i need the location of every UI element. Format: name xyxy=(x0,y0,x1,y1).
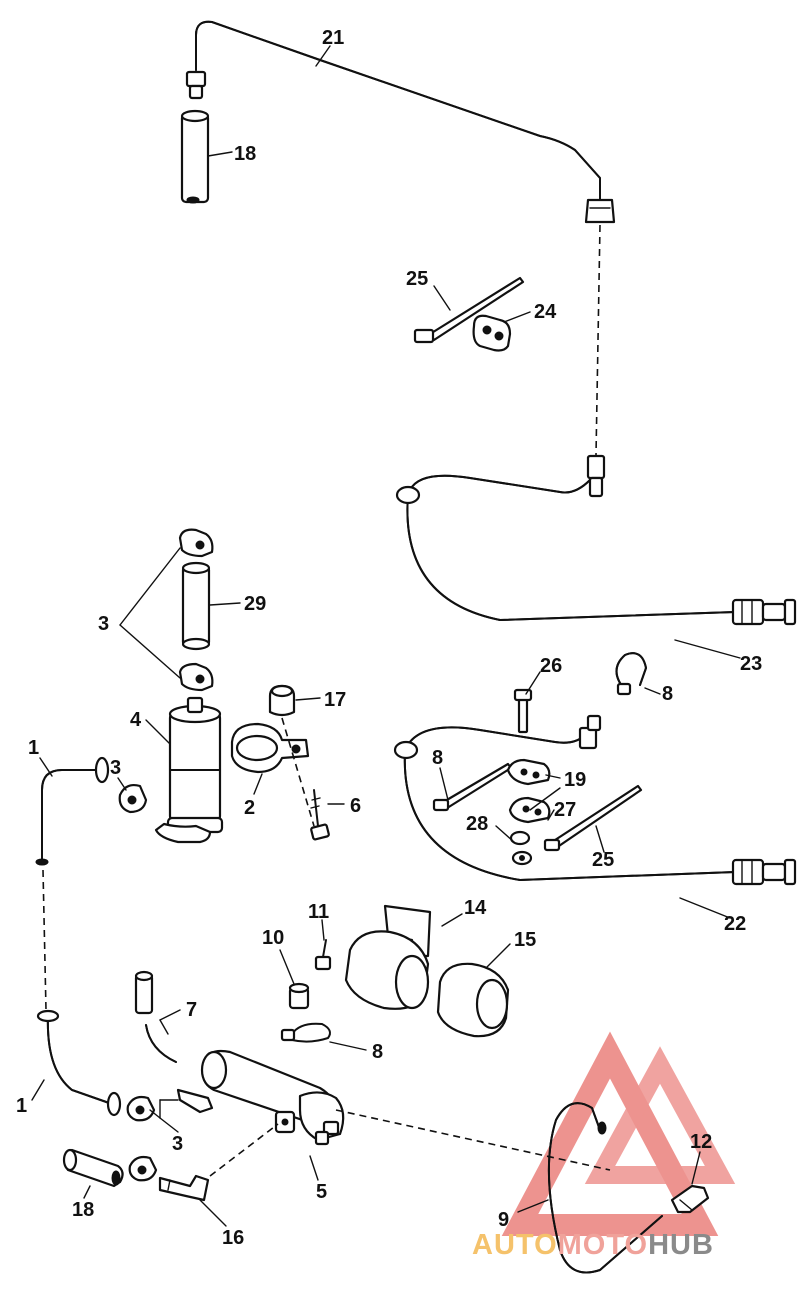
nut-28 xyxy=(509,830,533,866)
screw-11 xyxy=(314,939,332,971)
bracket-2 xyxy=(230,722,310,774)
callout-6: 6 xyxy=(350,795,361,817)
watermark-text-moto: MOTO xyxy=(558,1229,648,1261)
bolt-26 xyxy=(513,688,533,734)
callout-3-lower: 3 xyxy=(172,1133,183,1155)
callout-8-lower: 8 xyxy=(372,1041,383,1063)
fuel-line-21 xyxy=(185,20,616,224)
fuel-hose-23 xyxy=(395,454,797,626)
callout-28: 28 xyxy=(466,813,488,835)
bracket-14 xyxy=(344,904,432,1010)
callout-15: 15 xyxy=(514,929,536,951)
clamp-3-lower-a xyxy=(126,1095,156,1122)
clamp-3-lower-b xyxy=(128,1155,158,1182)
leader-lines xyxy=(31,45,741,1227)
callout-25-top: 25 xyxy=(406,268,428,290)
clamp-3-bottom xyxy=(178,662,214,692)
callout-26: 26 xyxy=(540,655,562,677)
callout-2: 2 xyxy=(244,797,255,819)
hose-1-lower xyxy=(36,1009,122,1117)
callout-7: 7 xyxy=(186,999,197,1021)
fuel-line-9 xyxy=(547,1102,663,1274)
hose-7 xyxy=(134,970,177,1063)
callout-21: 21 xyxy=(322,27,344,49)
callout-18-lower: 18 xyxy=(72,1199,94,1221)
fuel-filter-4 xyxy=(154,696,224,844)
callout-16: 16 xyxy=(222,1227,244,1249)
clamp-8-lower xyxy=(280,1022,331,1043)
clip-24 xyxy=(472,314,512,352)
callout-1-upper: 1 xyxy=(28,737,39,759)
callout-27: 27 xyxy=(554,799,576,821)
callout-9: 9 xyxy=(498,1209,509,1231)
callout-8-mid: 8 xyxy=(432,747,443,769)
screw-6 xyxy=(310,789,330,841)
callout-29: 29 xyxy=(244,593,266,615)
cap-10 xyxy=(288,982,310,1010)
callout-11: 11 xyxy=(308,901,329,923)
callout-22: 22 xyxy=(724,913,746,935)
clip-19 xyxy=(506,758,551,824)
callout-12: 12 xyxy=(690,1131,712,1153)
callout-19: 19 xyxy=(564,769,586,791)
callout-23: 23 xyxy=(740,653,762,675)
callout-numbers: 21 18 25 24 29 3 23 26 8 17 4 1 3 2 6 8 … xyxy=(16,27,762,1249)
watermark-text-auto: AUTO xyxy=(472,1229,558,1261)
fuel-hose-22 xyxy=(393,714,797,886)
callout-1-lower: 1 xyxy=(16,1095,27,1117)
callout-3-top: 3 xyxy=(98,613,109,635)
clamp-3-top xyxy=(178,528,214,558)
svg-text:AUTOMOTOHUB: AUTOMOTOHUB xyxy=(472,1229,714,1261)
fuel-pump-5 xyxy=(176,1049,345,1146)
elbow-fitting-16 xyxy=(158,1174,210,1202)
callout-14: 14 xyxy=(464,897,487,919)
hose-18-lower xyxy=(62,1148,124,1188)
callout-17: 17 xyxy=(324,689,346,711)
callout-10: 10 xyxy=(262,927,284,949)
hose-18-top xyxy=(180,109,210,204)
callout-3-mid: 3 xyxy=(110,757,121,779)
callout-18-top: 18 xyxy=(234,143,256,165)
tie-strap-25-top xyxy=(413,276,525,344)
fitting-12 xyxy=(670,1184,710,1214)
clamp-8-top xyxy=(615,652,648,696)
tie-strap-25-lower xyxy=(543,784,643,852)
tie-strap-8-mid xyxy=(432,762,513,812)
hose-29 xyxy=(181,561,211,651)
elbow-hose-1-upper xyxy=(35,756,110,866)
callout-25-lower: 25 xyxy=(592,849,614,871)
clamp-3-mid xyxy=(118,783,148,814)
callout-8-top: 8 xyxy=(662,683,673,705)
watermark-text-hub: HUB xyxy=(648,1229,714,1261)
callout-4: 4 xyxy=(130,709,142,731)
watermark-text: AUTOMOTOHUB xyxy=(472,1229,714,1261)
cap-17 xyxy=(268,684,296,717)
watermark-logo xyxy=(501,1031,736,1236)
sleeve-15 xyxy=(436,962,510,1038)
callout-24: 24 xyxy=(534,301,557,323)
callout-5: 5 xyxy=(316,1181,327,1203)
